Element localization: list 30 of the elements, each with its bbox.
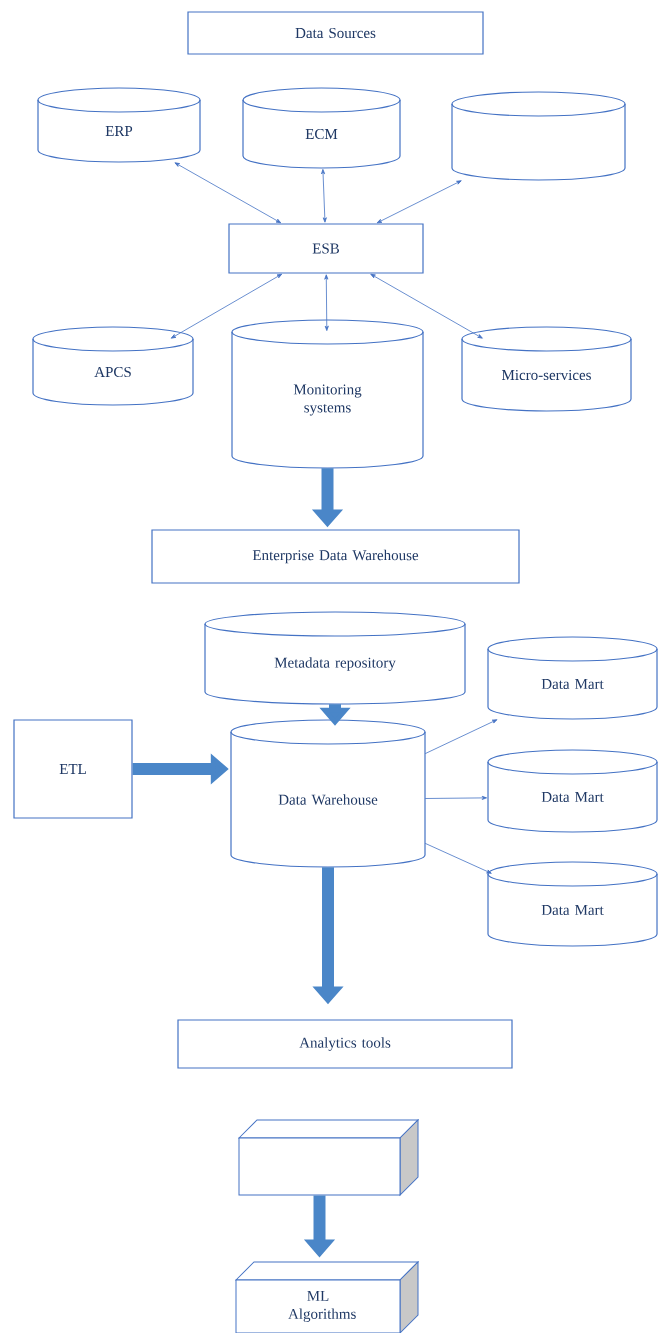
- node-label: Data Mart: [541, 905, 604, 915]
- database-cylinder: Data Mart: [487, 636, 658, 720]
- database-cylinder: [451, 91, 626, 181]
- arrow: [321, 169, 327, 223]
- arrow: [170, 273, 283, 339]
- database-cylinder: ERP: [37, 87, 201, 163]
- arrow: [324, 274, 329, 331]
- arrow: [424, 719, 498, 755]
- node-label: Data Mart: [541, 792, 604, 802]
- arrow: [174, 162, 282, 224]
- database-cylinder: Micro-services: [461, 326, 632, 412]
- arrow: [376, 180, 462, 224]
- process-box: Data Sources: [187, 11, 484, 55]
- process-box: ETL: [13, 719, 133, 819]
- database-cylinder: ECM: [242, 87, 401, 169]
- cube-box: ML Algorithms: [235, 1261, 419, 1333]
- database-cylinder: Data Warehouse: [230, 719, 426, 868]
- database-cylinder: Data Mart: [487, 749, 658, 833]
- arrow: [424, 795, 487, 800]
- node-label: Data Mart: [541, 679, 604, 689]
- process-box: Analytics tools: [177, 1019, 513, 1069]
- database-cylinder: Data Mart: [487, 861, 658, 947]
- arrow: [424, 842, 492, 874]
- database-cylinder: Metadata repository: [204, 611, 466, 705]
- database-cylinder: Monitoring systems: [231, 319, 424, 469]
- process-box: ESB: [228, 223, 424, 274]
- process-box: Enterprise Data Warehouse: [151, 529, 520, 584]
- cube-box: [238, 1119, 419, 1196]
- arrow: [370, 273, 483, 339]
- database-cylinder: APCS: [32, 326, 194, 406]
